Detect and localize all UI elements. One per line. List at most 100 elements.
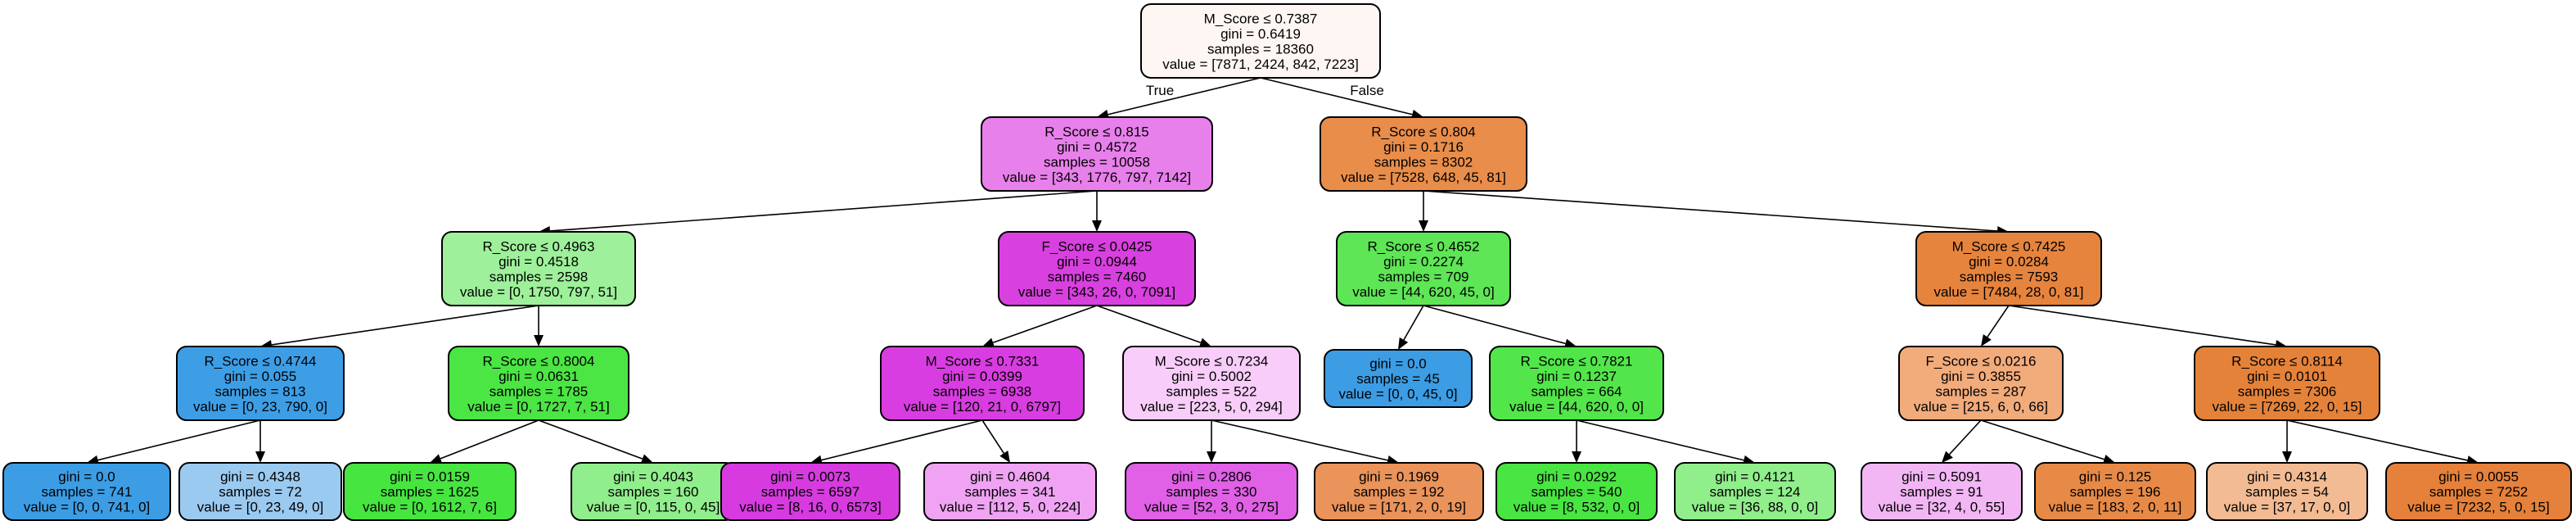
edge-n5-n12 bbox=[1423, 305, 1577, 349]
node-line: gini = 0.0 bbox=[58, 469, 115, 485]
node-line: gini = 0.4518 bbox=[499, 254, 579, 270]
arrowhead bbox=[1942, 451, 1953, 463]
node-line: gini = 0.5002 bbox=[1171, 369, 1252, 384]
node-line: value = [343, 1776, 797, 7142] bbox=[1003, 170, 1191, 185]
node-box bbox=[448, 346, 629, 421]
edge-line bbox=[549, 190, 1098, 232]
node-line: value = [7484, 28, 0, 81] bbox=[1934, 284, 2084, 300]
node-line: gini = 0.0292 bbox=[1536, 469, 1617, 485]
node-box bbox=[178, 462, 342, 521]
node-line: value = [0, 1727, 7, 51] bbox=[467, 399, 609, 415]
node-box bbox=[2194, 346, 2380, 421]
node-line: value = [32, 4, 0, 55] bbox=[1879, 500, 2005, 515]
node-box bbox=[2, 462, 171, 521]
node-box bbox=[2206, 462, 2368, 521]
arrowhead bbox=[999, 450, 1010, 463]
node-line: gini = 0.4604 bbox=[970, 469, 1050, 485]
node-line: samples = 124 bbox=[1709, 484, 1800, 500]
node-line: M_Score ≤ 0.7234 bbox=[1155, 353, 1269, 369]
node-box bbox=[880, 346, 1085, 421]
node-box bbox=[1496, 462, 1658, 521]
edge-line bbox=[1211, 419, 1388, 461]
node-line: gini = 0.2806 bbox=[1171, 469, 1252, 485]
node-box bbox=[1489, 346, 1664, 421]
node-line: R_Score ≤ 0.8114 bbox=[2231, 353, 2343, 369]
arrowhead bbox=[255, 451, 265, 463]
node-line: gini = 0.125 bbox=[2079, 469, 2151, 485]
node-line: samples = 287 bbox=[1935, 383, 2026, 399]
node-box bbox=[923, 462, 1097, 521]
node-line: R_Score ≤ 0.8004 bbox=[483, 353, 595, 369]
node-line: gini = 0.0284 bbox=[1969, 254, 2049, 270]
edge-n2-n5 bbox=[1419, 191, 1428, 232]
node-box bbox=[1324, 349, 1473, 408]
node-line: value = [7269, 22, 0, 15] bbox=[2213, 399, 2362, 415]
node-line: gini = 0.5091 bbox=[1902, 469, 1982, 485]
edge-n7-n16 bbox=[255, 420, 265, 463]
node-box bbox=[176, 346, 345, 421]
edge-n14-n27 bbox=[2282, 420, 2292, 463]
edge-n6-n14 bbox=[2008, 305, 2287, 350]
edge-line bbox=[1423, 190, 1998, 232]
node-box bbox=[1140, 3, 1381, 79]
node-box bbox=[1861, 462, 2023, 521]
edge-label-false: False bbox=[1350, 83, 1384, 98]
edge-n9-n19 bbox=[810, 419, 983, 465]
node-line: value = [7528, 648, 45, 81] bbox=[1341, 170, 1506, 185]
node-line: samples = 341 bbox=[964, 484, 1055, 500]
node-line: samples = 18360 bbox=[1207, 41, 1314, 57]
node-box bbox=[1122, 346, 1301, 421]
node-line: gini = 0.4121 bbox=[1715, 469, 1795, 485]
node-line: samples = 1625 bbox=[381, 484, 480, 500]
edge-n1-n4 bbox=[1092, 191, 1102, 232]
node-line: gini = 0.6419 bbox=[1220, 26, 1301, 42]
edge-n12-n24 bbox=[1576, 419, 1755, 465]
edge-n14-n28 bbox=[2286, 419, 2479, 465]
edge-line bbox=[1948, 419, 1982, 455]
edge-n10-n22 bbox=[1211, 419, 1399, 465]
edge-line bbox=[1987, 305, 2010, 338]
node-line: samples = 196 bbox=[2069, 484, 2160, 500]
node-line: samples = 45 bbox=[1356, 371, 1440, 387]
node-line: gini = 0.0631 bbox=[499, 369, 579, 384]
node-line: samples = 741 bbox=[41, 484, 132, 500]
node-line: samples = 8302 bbox=[1374, 154, 1473, 170]
edge-line bbox=[271, 305, 539, 346]
node-box bbox=[441, 231, 636, 306]
node-box bbox=[981, 116, 1213, 192]
node-line: value = [7871, 2424, 842, 7223] bbox=[1162, 57, 1359, 72]
node-line: value = [0, 115, 0, 45] bbox=[587, 500, 720, 515]
node-line: samples = 664 bbox=[1531, 383, 1622, 399]
node-line: samples = 10058 bbox=[1044, 154, 1150, 170]
node-line: value = [171, 2, 0, 19] bbox=[1332, 500, 1466, 515]
node-line: samples = 192 bbox=[1353, 484, 1444, 500]
edge-n2-n6 bbox=[1423, 190, 2009, 237]
arrowhead bbox=[1092, 220, 1102, 232]
node-line: samples = 7593 bbox=[1960, 269, 2059, 284]
edge-n5-n11 bbox=[1398, 305, 1424, 350]
node-line: gini = 0.0 bbox=[1369, 356, 1426, 372]
edge-line bbox=[440, 419, 539, 460]
edge-label-true: True bbox=[1146, 83, 1174, 98]
edge-n7-n15 bbox=[87, 419, 261, 465]
arrowhead bbox=[430, 454, 443, 464]
node-line: value = [8, 532, 0, 0] bbox=[1514, 500, 1640, 515]
arrowhead bbox=[1198, 338, 1211, 347]
